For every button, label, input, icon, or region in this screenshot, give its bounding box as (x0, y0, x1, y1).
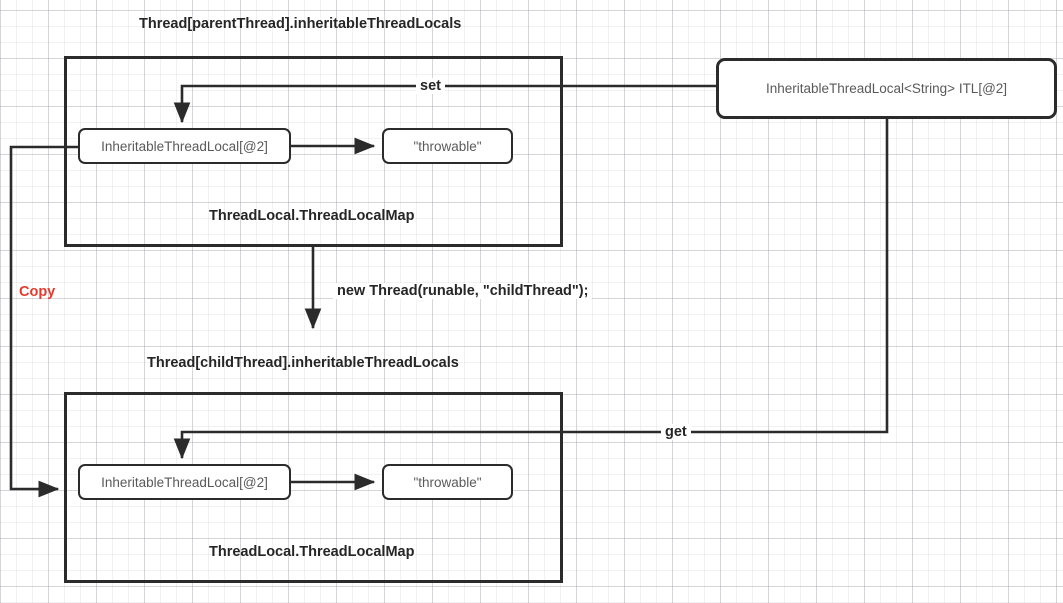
child-threadlocalmap-box (64, 392, 563, 583)
parent-key-entry-box[interactable]: InheritableThreadLocal[@2] (78, 128, 291, 164)
child-map-label: ThreadLocal.ThreadLocalMap (209, 544, 415, 560)
inheritable-threadlocal-instance-box[interactable]: InheritableThreadLocal<String> ITL[@2] (716, 58, 1057, 119)
child-key-entry-box[interactable]: InheritableThreadLocal[@2] (78, 464, 291, 500)
edge-label-set: set (416, 78, 445, 94)
parent-map-label: ThreadLocal.ThreadLocalMap (209, 208, 415, 224)
edge-label-new-thread: new Thread(runable, "childThread"); (333, 283, 593, 299)
parent-thread-title: Thread[parentThread].inheritableThreadLo… (139, 16, 462, 32)
parent-value-entry-box[interactable]: "throwable" (382, 128, 513, 164)
parent-threadlocalmap-box (64, 56, 563, 247)
edge-label-get: get (661, 424, 691, 440)
child-thread-title: Thread[childThread].inheritableThreadLoc… (147, 355, 459, 371)
child-value-entry-box[interactable]: "throwable" (382, 464, 513, 500)
edge-label-copy: Copy (19, 284, 56, 300)
